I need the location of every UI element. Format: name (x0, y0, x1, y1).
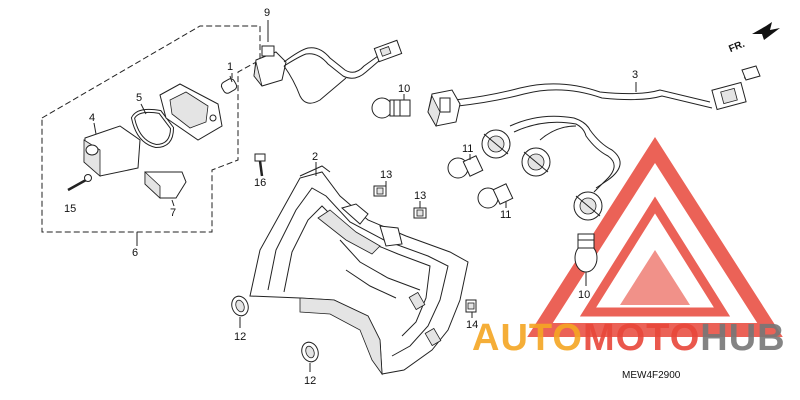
callout-16: 16 (254, 177, 266, 189)
leader-5 (140, 103, 147, 115)
part-16-bolt (254, 153, 266, 177)
callout-12b: 12 (304, 375, 316, 387)
callout-5: 5 (136, 92, 142, 104)
part-14-clip (465, 299, 477, 313)
callout-9: 9 (264, 7, 270, 19)
license-light-housing (159, 83, 223, 141)
socket-b (481, 129, 511, 159)
svg-text:AUTOMOTOHUB: AUTOMOTOHUB (472, 317, 786, 359)
front-direction-indicator: FR. (727, 22, 780, 55)
part-1-bulb (220, 75, 238, 94)
callout-10b: 10 (578, 289, 590, 301)
part-15-screw (67, 174, 92, 192)
callout-1: 1 (227, 61, 233, 73)
callout-10a: 10 (398, 83, 410, 95)
part-7-bracket (144, 171, 187, 199)
part-11-bulb-b (477, 183, 514, 209)
callout-11a: 11 (462, 143, 473, 155)
watermark-part-hub: HUB (700, 317, 785, 359)
callout-3: 3 (632, 69, 638, 81)
part-2-taillight-body (249, 165, 469, 376)
socket-c (521, 147, 551, 177)
part-13-clip-b (413, 207, 427, 219)
part-9-socket-wire (253, 39, 403, 104)
callout-11b: 11 (500, 209, 511, 221)
part-3-wire-harness (454, 65, 761, 193)
callout-7: 7 (170, 207, 176, 219)
leader-7 (171, 199, 175, 207)
part-12-grommet-a (231, 295, 249, 317)
part-13-clip-a (373, 185, 387, 197)
part-4-license-lens (83, 125, 141, 177)
part-11-bulb-a (447, 155, 484, 179)
subassembly-box-6 (41, 25, 261, 233)
socket-a (427, 89, 461, 128)
part-10-bulb-a (371, 97, 411, 119)
callout-14: 14 (466, 319, 478, 331)
watermark-triangle (527, 136, 783, 337)
leader-4 (93, 122, 97, 135)
socket-d (573, 191, 603, 221)
callout-13b: 13 (414, 190, 426, 202)
callout-15: 15 (64, 203, 76, 215)
callout-2: 2 (312, 151, 318, 163)
callout-13a: 13 (380, 169, 392, 181)
watermark-part-auto: AUTO (472, 317, 583, 359)
callout-4: 4 (89, 112, 95, 124)
drawing-code: MEW4F2900 (622, 370, 681, 381)
callout-12a: 12 (234, 331, 246, 343)
watermark-part-moto: MOTO (583, 317, 700, 359)
part-5-seal (130, 108, 175, 149)
part-10-bulb-b (574, 233, 598, 273)
part-12-grommet-b (301, 341, 319, 363)
watermark-text: AUTOMOTOHUB (472, 317, 786, 359)
front-direction-label: FR. (727, 39, 746, 55)
callout-6: 6 (132, 247, 138, 259)
